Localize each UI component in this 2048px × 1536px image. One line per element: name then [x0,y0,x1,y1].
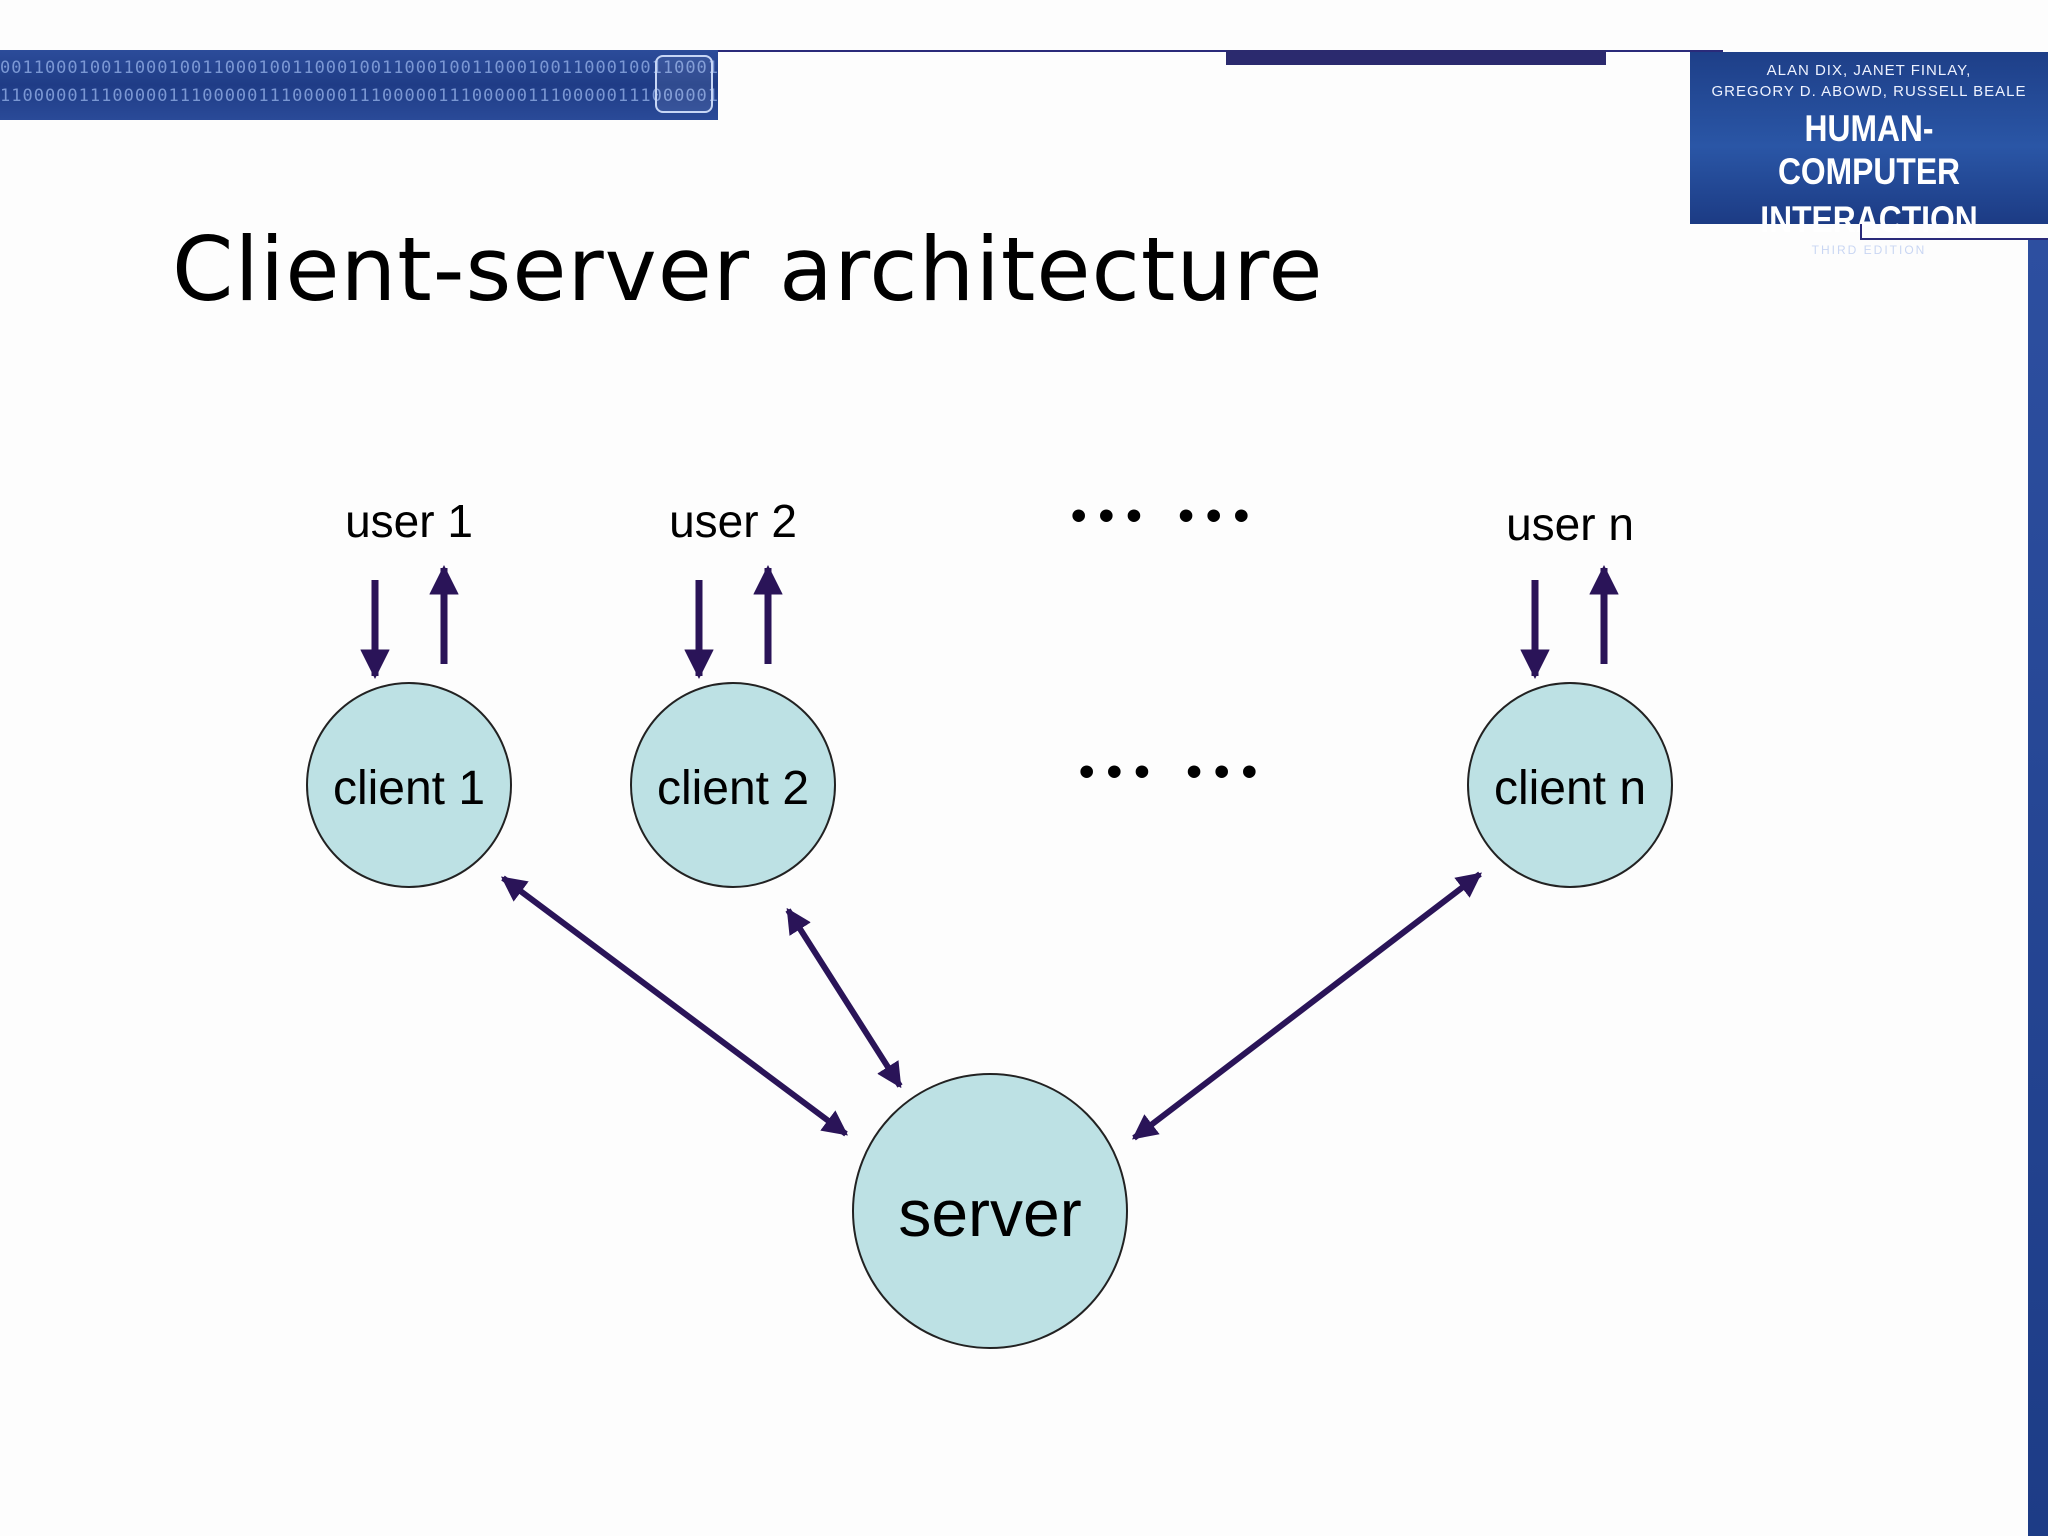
right-decorative-strip [2028,240,2048,1536]
header-rule [718,50,1723,52]
book-authors-line: GREGORY D. ABOWD, RUSSELL BEALE [1711,83,2027,100]
client-label: client 2 [657,762,809,815]
connection-arrow [500,875,849,1137]
user-label: user n [1506,498,1634,550]
client-label: client 1 [333,762,485,815]
ellipsis: • • • • • • [1071,491,1249,540]
connection-arrow [1131,871,1483,1141]
header-binary-banner: 0011000100110001001100010011000100110001… [0,50,718,120]
client-label: client n [1494,762,1646,815]
user-label: user 1 [345,495,473,547]
binary-row: 1100000111000001110000011100000111000001… [0,86,718,106]
server-node [852,1073,1128,1349]
book-title-line: INTERACTION [1760,199,1978,240]
binary-row: 0011000100110001001100010011000100110001… [0,58,718,78]
user-label: user 2 [669,495,797,547]
book-title-line: HUMAN-COMPUTER [1777,108,1961,192]
book-cover-logo: ALAN DIX, JANET FINLAY, GREGORY D. ABOWD… [1690,52,2048,257]
header-accent-bar [1226,50,1606,65]
client-node [630,682,836,888]
client-node [1467,682,1673,888]
cover-rule [1860,224,2048,240]
client-node [306,682,512,888]
book-authors-line: ALAN DIX, JANET FINLAY, [1766,62,1972,79]
slide-title: Client-server architecture [172,218,1324,321]
book-edition: THIRD EDITION [1811,243,1927,257]
ellipsis: • • • • • • [1079,747,1257,796]
emblem-icon [655,55,713,113]
server-label: server [898,1176,1081,1250]
connection-arrow [785,907,903,1089]
